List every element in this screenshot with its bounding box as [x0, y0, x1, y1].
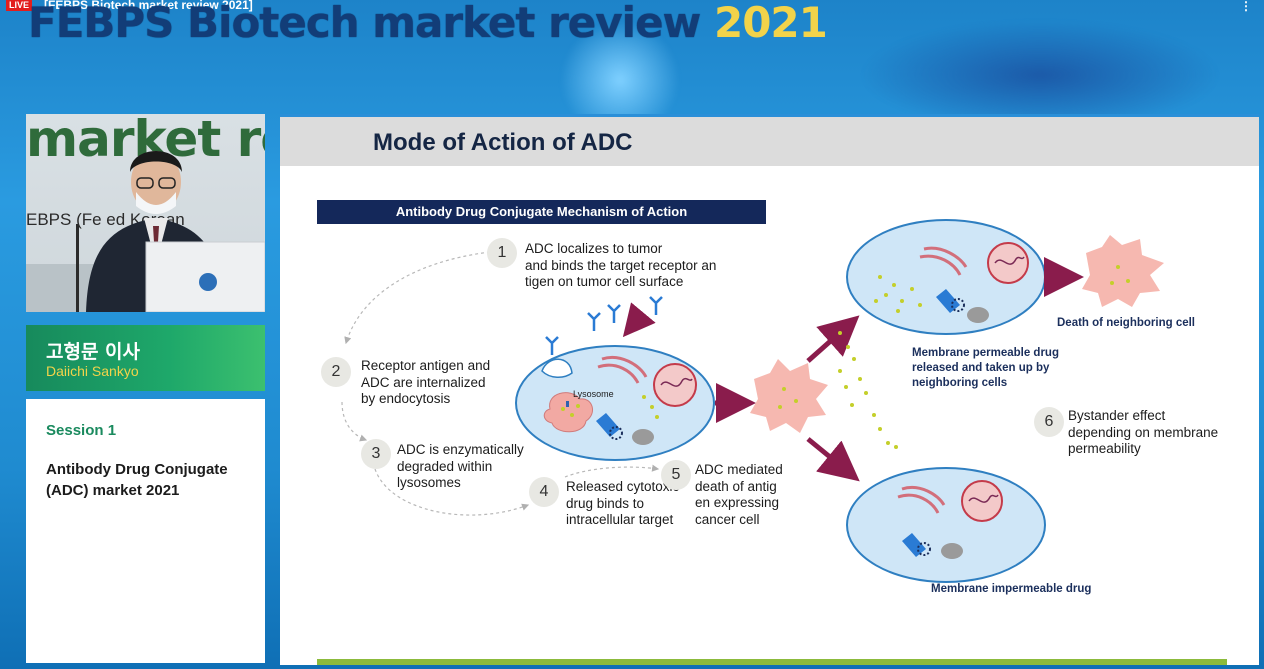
- session-label: Session 1: [46, 422, 117, 439]
- slide-footer-bar: [317, 659, 1227, 665]
- background-glove: [860, 20, 1220, 130]
- event-banner: FEBPS Biotech market review 2021: [28, 0, 828, 47]
- dead-neighboring-cell: [1082, 235, 1164, 307]
- stream-title: [FEBPS Biotech market review 2021]: [44, 0, 253, 12]
- speaker-name: 고형문 이사: [46, 341, 141, 363]
- step-4-number: 4: [529, 477, 559, 507]
- adc-mechanism-diagram: [341, 219, 1164, 583]
- nucleus: [653, 363, 697, 407]
- caption-impermeable-drug: Membrane impermeable drug: [931, 583, 1092, 595]
- presentation-slide: Mode of Action of ADC Antibody Drug Conj…: [280, 114, 1259, 665]
- step-1-number: 1: [487, 238, 517, 268]
- speaker-organization: Daiichi Sankyo: [46, 363, 139, 379]
- flow-curve-2-3: [341, 401, 368, 442]
- flow-curve-1-2: [344, 251, 491, 345]
- kebab-menu-icon[interactable]: ⋮: [1240, 0, 1252, 13]
- stream-top-bar: LIVE [FEBPS Biotech market review 2021] …: [0, 0, 1264, 13]
- lysosome-label: Lysosome: [573, 389, 614, 399]
- session-card: Session 1 Antibody Drug Conjugate (ADC) …: [26, 399, 265, 663]
- slide-title: Mode of Action of ADC: [373, 129, 633, 156]
- arrow-up-branch: [806, 315, 860, 363]
- speaker-video[interactable]: market revi EBPS (Fe ed Korean: [26, 114, 265, 312]
- slide-header: Mode of Action of ADC: [280, 117, 1259, 166]
- banner-year: 2021: [713, 0, 828, 47]
- antibody-icons: [545, 296, 663, 355]
- diagram-heading: Antibody Drug Conjugate Mechanism of Act…: [317, 200, 766, 224]
- step-5-number: 5: [661, 460, 691, 490]
- caption-death-neighbor: Death of neighboring cell: [1057, 317, 1196, 329]
- released-drug-dots: [838, 331, 898, 449]
- speaker-nameplate: 고형문 이사 Daiichi Sankyo: [26, 325, 265, 391]
- banner-main-text: FEBPS Biotech market review: [28, 0, 714, 47]
- neighboring-cell-impermeable: [846, 467, 1046, 583]
- step-6-number: 6: [1034, 407, 1064, 437]
- step-2-number: 2: [321, 357, 351, 387]
- dying-cancer-cell: [750, 359, 828, 433]
- binding-arrow: [622, 302, 656, 338]
- flow-curve-4-5: [564, 464, 660, 478]
- live-badge: LIVE: [6, 0, 33, 11]
- step-3-number: 3: [361, 439, 391, 469]
- lysosome: [543, 392, 594, 433]
- session-title: Antibody Drug Conjugate (ADC) market 202…: [46, 461, 228, 499]
- arrow-down-branch: [806, 437, 860, 482]
- speaker-figure: [26, 151, 265, 312]
